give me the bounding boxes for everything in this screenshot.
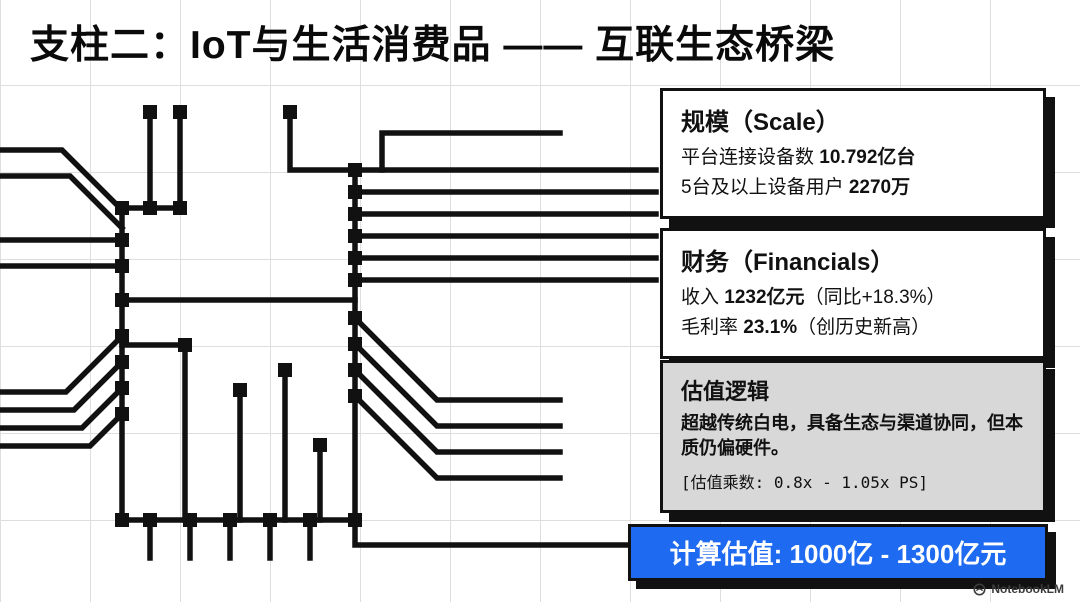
scale-line2-value: 2270万 — [848, 176, 911, 198]
financials-line2-note: （创历史新高） — [797, 316, 931, 338]
notebooklm-watermark-text: NotebookLM — [991, 582, 1064, 596]
page-title: 支柱二：IoT与生活消费品 —— 互联生态桥梁 — [30, 24, 836, 67]
scale-line2-label: 5台及以上设备用户 — [681, 176, 849, 198]
calculated-valuation-banner: 计算估值: 1000亿 - 1300亿元 — [628, 524, 1048, 581]
scale-card-title: 规模（Scale） — [681, 109, 840, 136]
financials-line-revenue: 收入 1232亿元（同比+18.3%） — [681, 284, 1025, 312]
financials-line-margin: 毛利率 23.1%（创历史新高） — [681, 314, 1025, 342]
financials-line1-note: （同比+18.3%） — [804, 287, 946, 308]
scale-line-users: 5台及以上设备用户 2270万 — [681, 174, 1025, 202]
financials-line1-value: 1232亿元 — [724, 287, 805, 308]
scale-line1-value: 10.792亿台 — [819, 147, 916, 168]
calculated-valuation-text: 计算估值: 1000亿 - 1300亿元 — [669, 539, 1007, 569]
financials-line1-label: 收入 — [681, 287, 725, 308]
valuation-logic-card: 估值逻辑 超越传统白电，具备生态与渠道协同，但本质仍偏硬件。 [估值乘数: 0.… — [660, 360, 1046, 513]
financials-line2-label: 毛利率 — [681, 316, 744, 338]
scale-card: 规模（Scale） 平台连接设备数 10.792亿台 5台及以上设备用户 227… — [660, 88, 1046, 220]
notebooklm-logo-icon — [973, 583, 986, 595]
valuation-card-title: 估值逻辑 — [681, 379, 770, 404]
financials-card-title: 财务（Financials） — [681, 249, 895, 276]
scale-line1-label: 平台连接设备数 — [681, 147, 820, 168]
valuation-card-body: 超越传统白电，具备生态与渠道协同，但本质仍偏硬件。 — [681, 413, 1023, 459]
financials-card: 财务（Financials） 收入 1232亿元（同比+18.3%） 毛利率 2… — [660, 228, 1046, 360]
financials-line2-value: 23.1% — [743, 316, 798, 338]
scale-line-devices: 平台连接设备数 10.792亿台 — [681, 144, 1025, 172]
valuation-multiplier: [估值乘数: 0.8x - 1.05x PS] — [681, 473, 929, 493]
notebooklm-watermark: NotebookLM — [973, 582, 1064, 596]
